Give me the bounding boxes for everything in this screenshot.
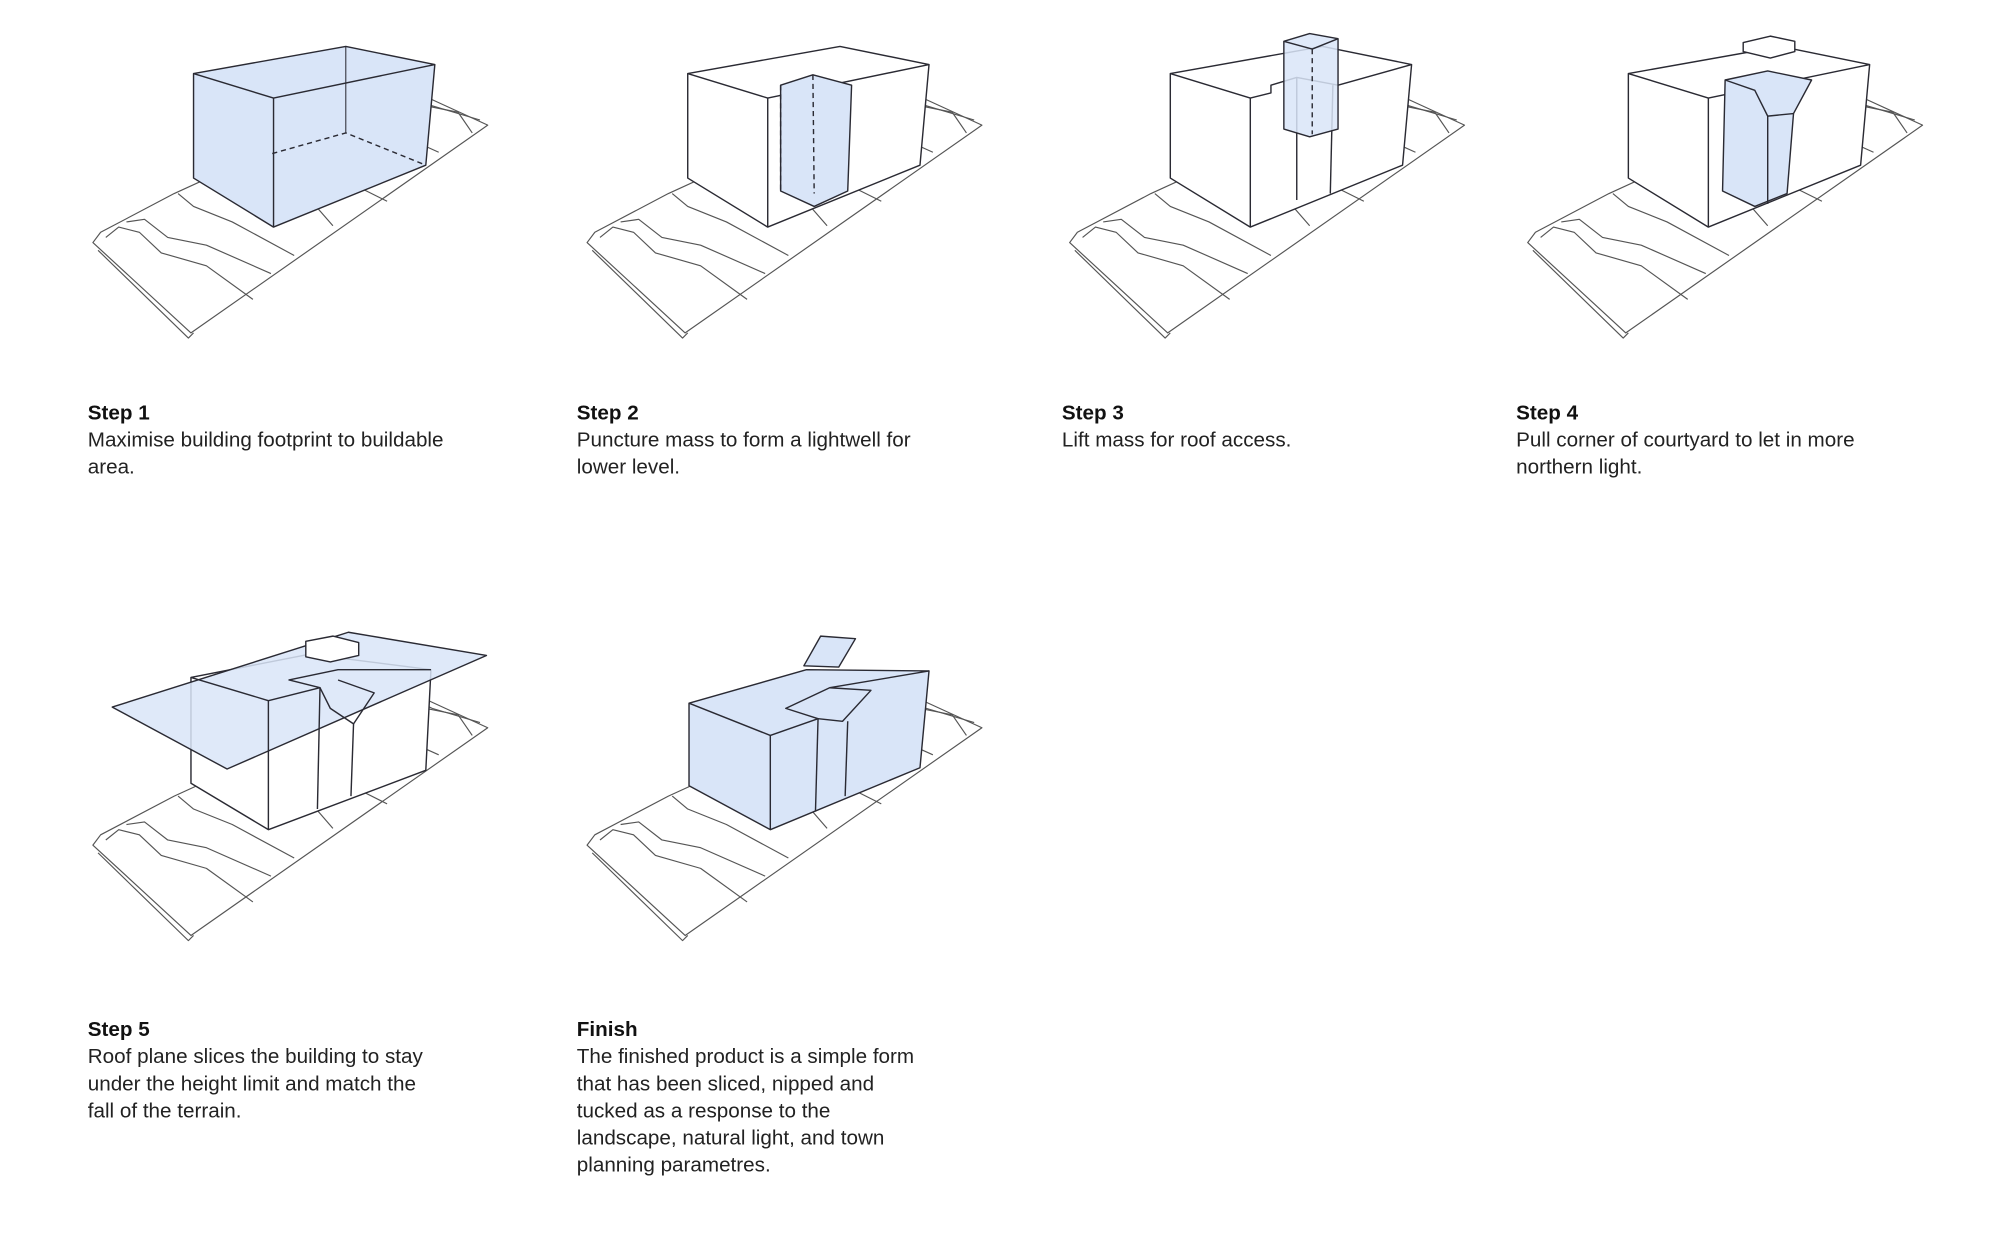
caption-line: northern light. xyxy=(1516,456,1643,479)
line xyxy=(844,721,849,797)
terrain-edge xyxy=(1074,249,1171,339)
terrain-edge xyxy=(591,249,689,339)
line xyxy=(1724,79,1794,117)
roof-access-mass xyxy=(1283,32,1339,138)
finished-building xyxy=(688,668,930,831)
caption-step-4: Step 4 Pull corner of courtyard to let i… xyxy=(1516,400,1942,481)
line xyxy=(812,74,815,194)
caption-title: Step 4 xyxy=(1516,402,1579,425)
caption-line: under the height limit and match the xyxy=(87,1073,416,1096)
terrain-contour xyxy=(1612,193,1730,256)
lightwell xyxy=(779,74,853,208)
diagram-step-3 xyxy=(1069,32,1466,339)
terrain-contour xyxy=(105,226,254,300)
caption-line: The finished product is a simple form xyxy=(576,1046,915,1069)
line xyxy=(272,132,427,166)
caption-title: Step 2 xyxy=(576,402,639,425)
terrain-edge xyxy=(1532,249,1629,339)
line xyxy=(688,670,930,737)
roof-access-mass xyxy=(803,635,857,668)
diagram-step-1 xyxy=(92,45,489,339)
terrain-contour xyxy=(177,193,295,256)
line xyxy=(319,679,375,725)
terrain-contour xyxy=(1103,218,1248,275)
caption-title: Step 1 xyxy=(87,402,150,425)
terrain-contour xyxy=(1540,226,1689,300)
caption-line: tucked as a response to the xyxy=(576,1100,831,1123)
caption-title: Finish xyxy=(576,1019,638,1042)
caption-step-3: Step 3 Lift mass for roof access. xyxy=(1062,400,1488,454)
caption-title: Step 3 xyxy=(1061,402,1124,425)
terrain-contour xyxy=(620,218,766,275)
caption-line: landscape, natural light, and town xyxy=(576,1127,885,1150)
terrain-contour xyxy=(1154,193,1272,256)
caption-line: that has been sliced, nipped and xyxy=(576,1073,875,1096)
terrain-contour xyxy=(1561,218,1707,275)
diagram-finish xyxy=(586,635,983,942)
diagram-step-5 xyxy=(92,631,489,942)
line xyxy=(814,718,819,812)
terrain-contour xyxy=(1082,226,1230,300)
diagram-step-2 xyxy=(586,45,983,339)
terrain-edge xyxy=(97,852,194,942)
roof-plane xyxy=(111,631,488,770)
line xyxy=(190,668,431,702)
line xyxy=(817,687,872,722)
diagram-step-4 xyxy=(1527,35,1924,339)
caption-line: lower level. xyxy=(576,456,681,479)
caption-line: Puncture mass to form a lightwell for xyxy=(576,429,911,452)
terrain-contour xyxy=(671,193,789,256)
caption-line: area. xyxy=(87,456,135,479)
caption-line: Pull corner of courtyard to let in more xyxy=(1516,429,1855,452)
terrain-contour xyxy=(126,821,272,877)
roof-access-mass xyxy=(1742,35,1796,59)
terrain-contour xyxy=(671,795,789,859)
caption-finish: Finish The finished product is a simple … xyxy=(577,1017,1003,1180)
caption-step-2: Step 2 Puncture mass to form a lightwell… xyxy=(577,400,1003,481)
caption-line: Maximise building footprint to buildable xyxy=(87,429,444,452)
terrain-contour xyxy=(105,829,254,903)
caption-step-1: Step 1 Maximise building footprint to bu… xyxy=(88,400,514,481)
terrain-contour xyxy=(620,821,766,877)
terrain-contour xyxy=(599,829,748,903)
caption-line: Lift mass for roof access. xyxy=(1061,429,1292,452)
terrain-contour xyxy=(599,226,748,300)
terrain-contour xyxy=(126,218,272,275)
terrain-edge xyxy=(97,249,194,339)
line xyxy=(350,723,355,797)
caption-title: Step 5 xyxy=(87,1019,150,1042)
caption-step-5: Step 5 Roof plane slices the building to… xyxy=(88,1017,514,1125)
line xyxy=(316,687,321,810)
terrain-edge xyxy=(591,852,689,942)
caption-line: Roof plane slices the building to stay xyxy=(87,1046,423,1069)
caption-line: fall of the terrain. xyxy=(87,1100,242,1123)
roof-access-mass xyxy=(305,635,360,663)
caption-line: planning parametres. xyxy=(576,1154,771,1177)
building-mass xyxy=(192,45,436,228)
terrain-contour xyxy=(177,795,295,859)
